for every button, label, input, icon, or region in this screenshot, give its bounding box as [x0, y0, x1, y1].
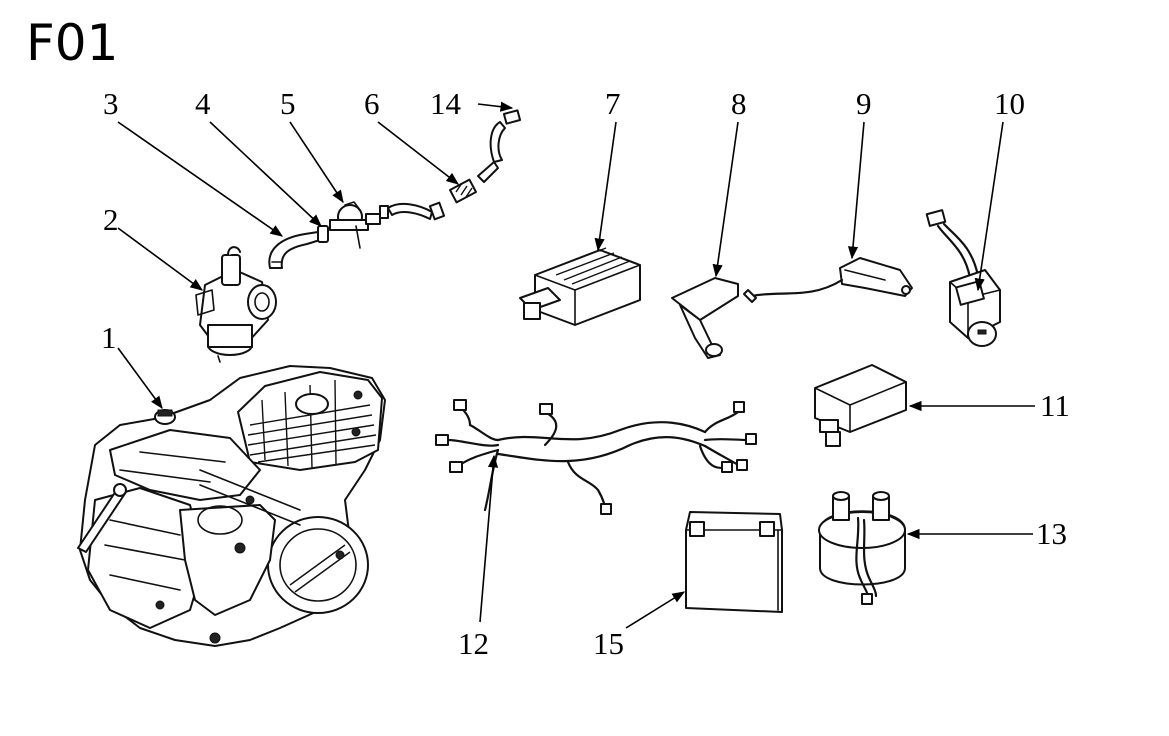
callout-labels: 1 2 3 4 5 6 7 8 9 10 11 12 13 14 15: [101, 86, 1070, 661]
leader-8: [712, 121, 739, 278]
regulator-rectifier-illustration: [519, 247, 641, 326]
carburetor-illustration: [195, 246, 277, 363]
leader-12: [479, 454, 499, 623]
leader-lines: [117, 101, 1035, 629]
figure-title: F01: [26, 14, 118, 72]
callout-8: 8: [731, 86, 747, 121]
callout-14: 14: [430, 86, 462, 121]
leader-4: [209, 121, 322, 227]
engine-illustration: [77, 365, 386, 647]
fuel-line-filter-illustration: [379, 109, 522, 221]
leader-1: [117, 347, 163, 410]
leader-14: [477, 101, 514, 112]
leader-15: [625, 591, 686, 629]
callout-13: 13: [1036, 516, 1067, 551]
leader-5: [289, 121, 344, 204]
leader-9: [847, 121, 865, 260]
fuel-hose-illustration: [268, 231, 321, 269]
cdi-unit-illustration: [814, 364, 907, 447]
fuel-valve-illustration: [329, 201, 381, 249]
callout-4: 4: [195, 86, 211, 121]
callout-9: 9: [856, 86, 872, 121]
callout-12: 12: [458, 626, 489, 661]
starter-relay-illustration: [818, 491, 906, 605]
callout-5: 5: [280, 86, 296, 121]
leader-10: [974, 121, 1004, 292]
callout-2: 2: [103, 202, 119, 237]
callout-7: 7: [605, 86, 621, 121]
leader-3: [117, 121, 284, 237]
battery-illustration: [685, 511, 783, 613]
callout-11: 11: [1040, 388, 1070, 423]
callout-6: 6: [364, 86, 380, 121]
ignition-coil-illustration: [743, 257, 913, 303]
callout-15: 15: [593, 626, 624, 661]
leader-7: [594, 121, 617, 252]
callout-10: 10: [994, 86, 1025, 121]
callout-3: 3: [103, 86, 119, 121]
hose-clamp-illustration: [317, 225, 329, 243]
leader-6: [377, 121, 460, 185]
ignition-switch-illustration: [925, 209, 1001, 347]
callout-1: 1: [101, 320, 117, 355]
leader-2: [117, 227, 204, 291]
wiring-harness-illustration: [435, 399, 757, 515]
spark-plug-cap-illustration: [671, 277, 739, 359]
